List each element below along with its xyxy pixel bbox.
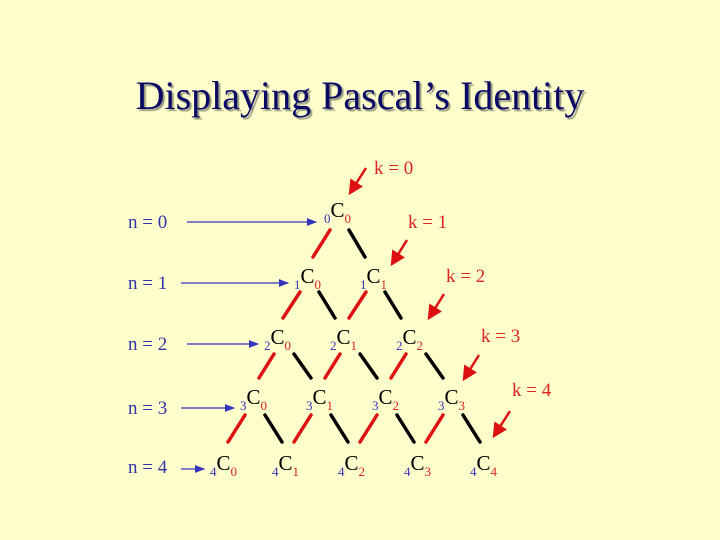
- node-2C0: 2C0: [264, 325, 292, 353]
- n-label-0: n = 0: [128, 212, 168, 233]
- node-1C0: 1C0: [294, 264, 322, 292]
- k-arrows: [348, 167, 512, 439]
- n-label-4: n = 4: [128, 457, 168, 478]
- n-label-3: n = 3: [128, 398, 168, 419]
- node-4C2: 4C2: [338, 451, 366, 479]
- node-3C3: 3C3: [438, 385, 466, 413]
- k-label-4: k = 4: [512, 380, 552, 401]
- n-arrows: [181, 218, 318, 473]
- right-edges: [263, 228, 482, 444]
- node-0C0: 0C0: [324, 198, 352, 226]
- node-1C1: 1C1: [360, 264, 388, 292]
- node-4C4: 4C4: [470, 451, 498, 479]
- left-edges: [226, 228, 445, 444]
- node-4C1: 4C1: [272, 451, 300, 479]
- k-label-1: k = 1: [408, 212, 448, 233]
- node-4C0: 4C0: [210, 451, 238, 479]
- node-4C3: 4C3: [404, 451, 432, 479]
- node-2C2: 2C2: [396, 325, 424, 353]
- k-label-0: k = 0: [374, 158, 414, 179]
- k-label-2: k = 2: [446, 266, 486, 287]
- node-3C1: 3C1: [306, 385, 334, 413]
- node-3C0: 3C0: [240, 385, 268, 413]
- node-2C1: 2C1: [330, 325, 358, 353]
- n-label-1: n = 1: [128, 273, 168, 294]
- n-label-2: n = 2: [128, 334, 168, 355]
- k-label-3: k = 3: [481, 326, 521, 347]
- node-3C2: 3C2: [372, 385, 400, 413]
- slide-title: Displaying Pascal’s Identity: [135, 73, 585, 118]
